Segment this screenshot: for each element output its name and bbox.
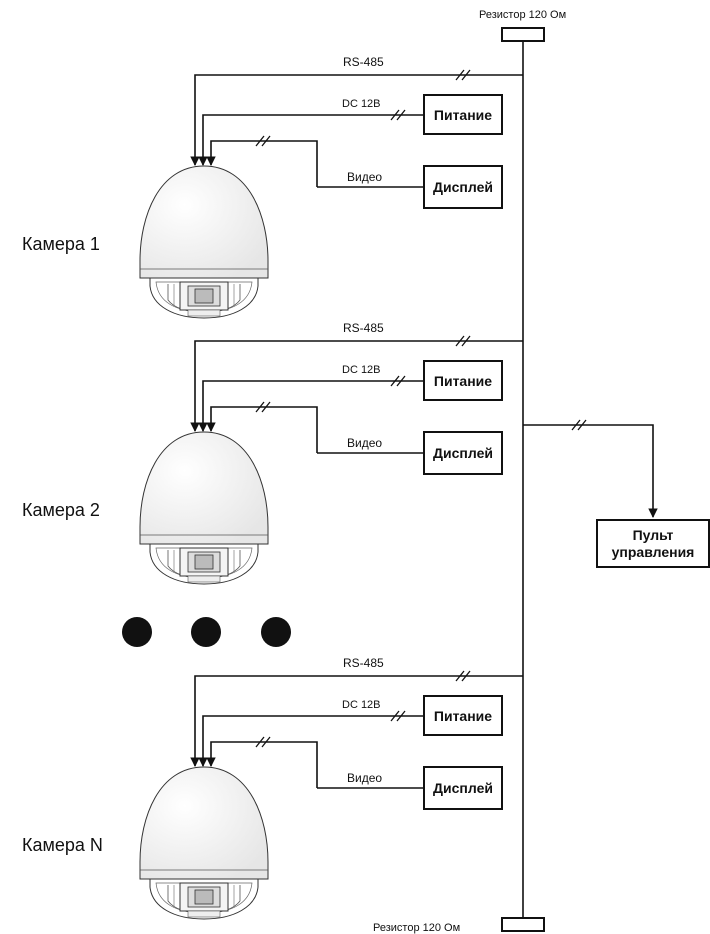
control-panel-line xyxy=(523,424,658,518)
ellipsis-dot xyxy=(122,617,152,647)
display-box-label: Дисплей xyxy=(433,179,493,195)
rs485-label: RS-485 xyxy=(343,55,384,69)
video-label: Видео xyxy=(347,771,382,785)
control-panel-label-2: управления xyxy=(612,544,695,560)
display-box xyxy=(423,165,503,209)
video-label: Видео xyxy=(347,436,382,450)
camera-icon xyxy=(139,766,269,920)
dc-label: DC 12В xyxy=(342,699,381,711)
resistor-bottom-label: Резистор 120 Ом xyxy=(373,922,460,934)
display-box xyxy=(423,431,503,475)
camera-group-2: RS-485 DC 12В Питание Видео Дисплей Каме… xyxy=(22,321,523,585)
resistor-top-label: Резистор 120 Ом xyxy=(479,9,566,21)
camera-group-n: RS-485 DC 12В Питание Видео Дисплей Каме… xyxy=(22,656,523,920)
control-panel-slash xyxy=(571,419,587,431)
control-panel-label-1: Пульт xyxy=(633,527,674,543)
ellipsis-dot xyxy=(261,617,291,647)
display-box-label: Дисплей xyxy=(433,780,493,796)
camera-label: Камера N xyxy=(22,835,103,855)
rs485-label: RS-485 xyxy=(343,656,384,670)
power-box xyxy=(423,360,503,401)
camera-label: Камера 1 xyxy=(22,234,100,254)
camera-group-1: RS-485 DC 12В Питание Видео Дисплей Каме… xyxy=(22,55,523,319)
display-box xyxy=(423,766,503,810)
video-label: Видео xyxy=(347,170,382,184)
resistor-top xyxy=(501,27,545,42)
camera-icon xyxy=(139,165,269,319)
power-box-label: Питание xyxy=(434,373,492,389)
resistor-bottom xyxy=(501,917,545,932)
power-box xyxy=(423,94,503,135)
control-panel-box xyxy=(596,519,710,568)
ellipsis-dot xyxy=(191,617,221,647)
power-box-label: Питание xyxy=(434,708,492,724)
display-box-label: Дисплей xyxy=(433,445,493,461)
rs485-label: RS-485 xyxy=(343,321,384,335)
dc-label: DC 12В xyxy=(342,364,381,376)
camera-label: Камера 2 xyxy=(22,500,100,520)
power-box-label: Питание xyxy=(434,107,492,123)
power-box xyxy=(423,695,503,736)
dc-label: DC 12В xyxy=(342,98,381,110)
camera-icon xyxy=(139,431,269,585)
